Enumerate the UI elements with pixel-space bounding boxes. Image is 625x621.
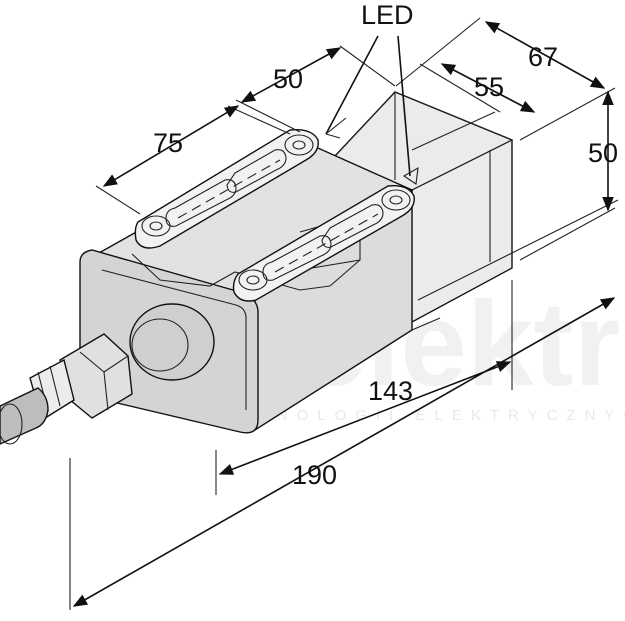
led-leader-1 bbox=[325, 35, 379, 135]
dimension-labels: LED 75 50 67 55 50 143 190 bbox=[153, 0, 618, 490]
dim-143-label: 143 bbox=[368, 376, 413, 406]
dimension-lines bbox=[69, 17, 619, 610]
dim-50-top-label: 50 bbox=[273, 64, 303, 94]
led-leader-2 bbox=[397, 35, 411, 177]
dim-190-label: 190 bbox=[292, 460, 337, 490]
dim-50-right-label: 50 bbox=[588, 138, 618, 168]
dim-55-label: 55 bbox=[474, 72, 504, 102]
led-label: LED bbox=[361, 0, 414, 30]
cable bbox=[0, 387, 49, 445]
mounting-rail-right bbox=[232, 185, 415, 302]
dim-75-label: 75 bbox=[153, 128, 183, 158]
dim-67-label: 67 bbox=[528, 42, 558, 72]
mounting-rail-left bbox=[134, 129, 319, 249]
